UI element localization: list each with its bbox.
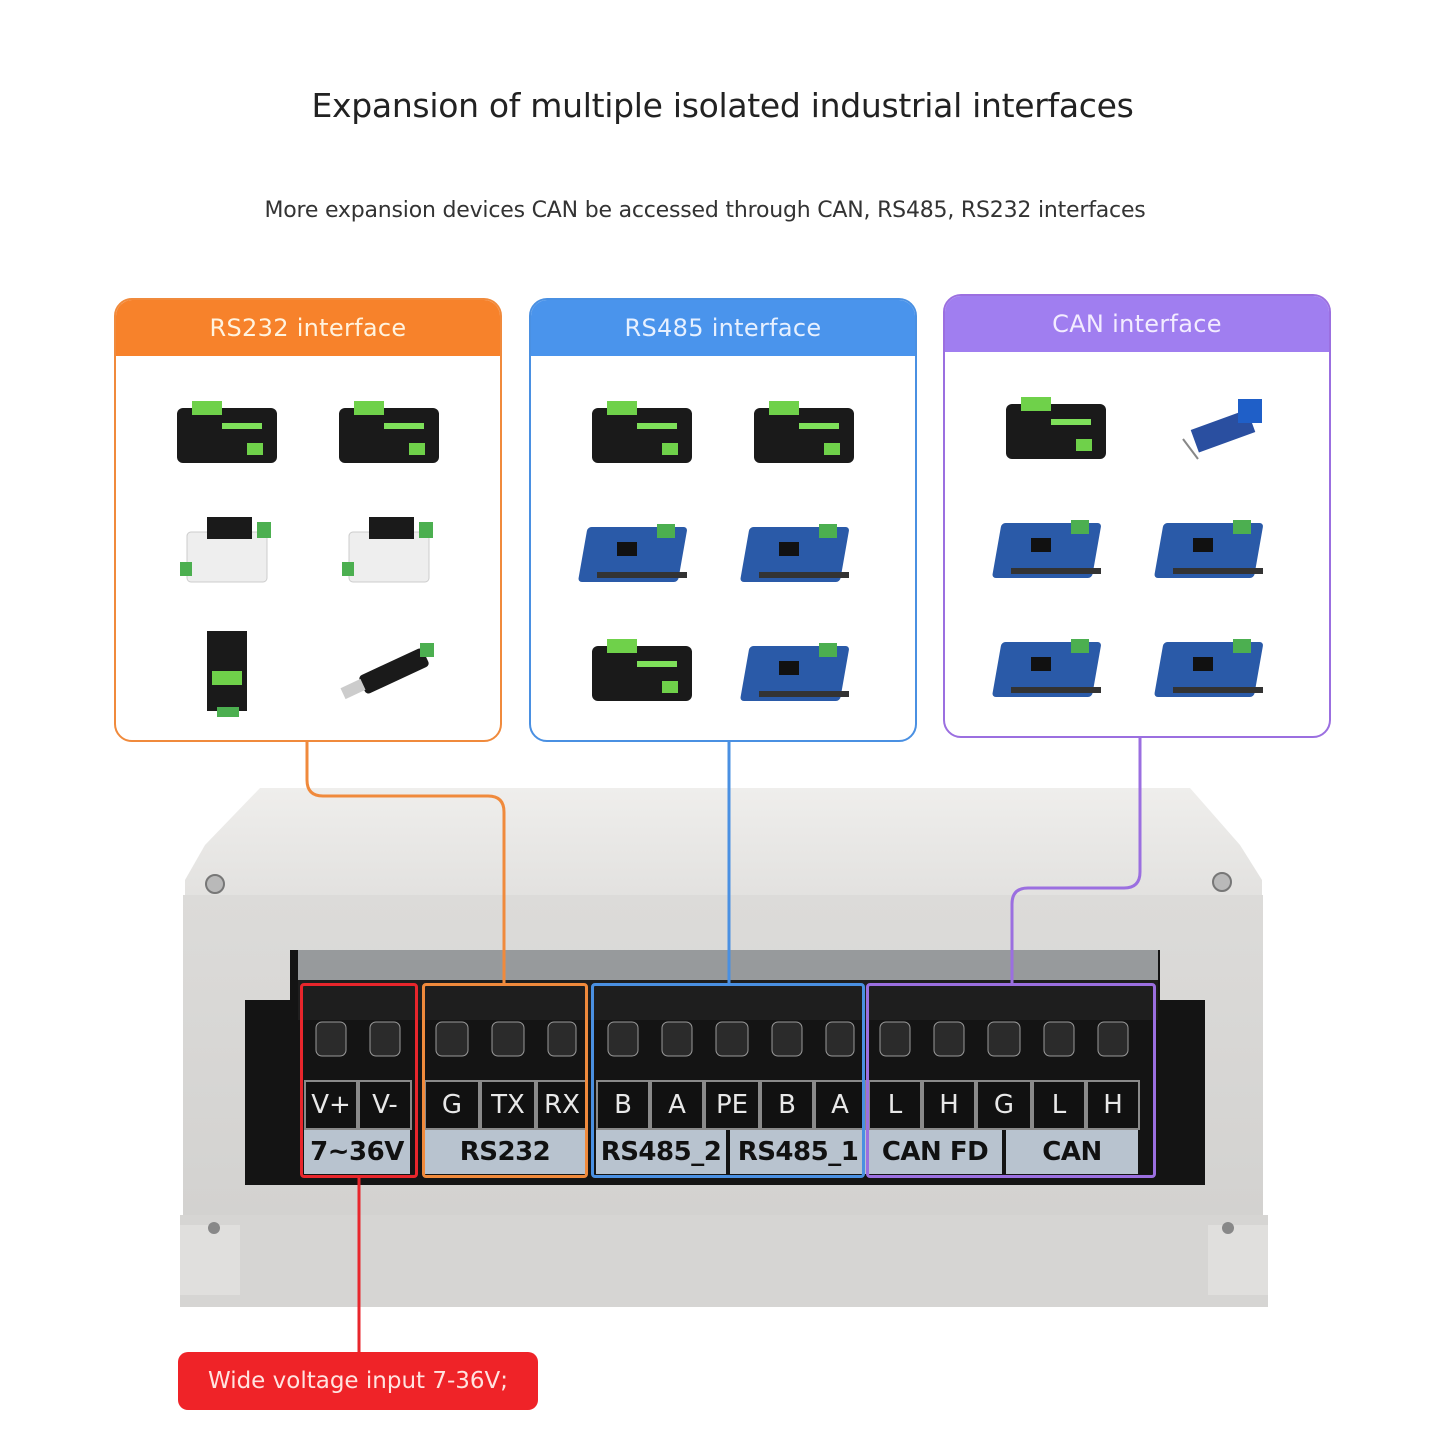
device-image xyxy=(308,611,470,730)
rs232-frame xyxy=(422,983,588,1178)
pi-zero-rs485-hat-icon xyxy=(578,523,687,582)
rs485-panel-header: RS485 interface xyxy=(531,300,915,356)
screw-right xyxy=(1212,872,1232,892)
terminal-pin: TX xyxy=(480,1080,536,1130)
device-image xyxy=(146,493,308,612)
terminal-group-label: RS485_2 xyxy=(596,1130,726,1174)
can-device-grid xyxy=(945,356,1329,736)
rs232-interface-panel: RS232 interface xyxy=(114,298,502,742)
device-image xyxy=(723,611,885,730)
device-image xyxy=(975,607,1137,726)
pi-can-hat-icon xyxy=(1154,519,1263,578)
terminal-group-label: RS485_1 xyxy=(730,1130,866,1174)
terminal-pin: A xyxy=(650,1080,704,1130)
terminal-group-label: CAN xyxy=(1006,1130,1138,1174)
enclosure-base xyxy=(180,1215,1268,1307)
mount-hole-right xyxy=(1222,1222,1234,1234)
screw-left xyxy=(205,874,225,894)
page-subtitle: More expansion devices CAN be accessed t… xyxy=(264,198,1146,223)
pi-rs485-hat-icon xyxy=(740,523,849,582)
rs232-panel-header: RS232 interface xyxy=(116,300,500,356)
terminal-pin: L xyxy=(868,1080,922,1130)
terminal-clear-cover xyxy=(298,950,1158,980)
rs485-frame xyxy=(591,983,865,1178)
device-image xyxy=(146,611,308,730)
black-ethernet-serial-server-icon xyxy=(339,401,439,464)
terminal-pin: A xyxy=(814,1080,866,1130)
terminal-pin: V+ xyxy=(304,1080,358,1130)
device-image xyxy=(146,374,308,493)
device-image xyxy=(308,493,470,612)
power-frame xyxy=(300,983,418,1178)
device-image xyxy=(561,493,723,612)
voltage-callout: Wide voltage input 7-36V; xyxy=(178,1352,538,1410)
pi-2ch-can-hat-icon xyxy=(1154,638,1263,697)
terminal-pin: H xyxy=(1086,1080,1140,1130)
terminal-pin: V- xyxy=(358,1080,412,1130)
black-din-rail-converter-icon xyxy=(177,401,277,464)
usb-to-rs485-box-icon xyxy=(592,401,692,464)
serial-server-box-icon xyxy=(754,401,854,464)
device-image xyxy=(1137,370,1299,489)
pico-can-board-icon xyxy=(992,519,1101,578)
pi-rs485-can-hat-icon xyxy=(740,642,849,701)
device-image xyxy=(975,489,1137,608)
device-image xyxy=(308,374,470,493)
enclosure-top xyxy=(185,788,1262,900)
terminal-group-label: 7~36V xyxy=(304,1130,410,1174)
terminal-group-label: CAN FD xyxy=(868,1130,1002,1174)
rail-relay-module-icon xyxy=(592,638,692,701)
terminal-pin: L xyxy=(1032,1080,1086,1130)
can-frame xyxy=(866,983,1156,1178)
device-image xyxy=(1137,489,1299,608)
can-interface-panel: CAN interface xyxy=(943,294,1331,738)
device-image xyxy=(561,374,723,493)
can-panel-header: CAN interface xyxy=(945,296,1329,352)
usb-to-serial-dongle-icon xyxy=(340,642,434,699)
rs485-device-grid xyxy=(531,360,915,740)
terminal-pin: B xyxy=(760,1080,814,1130)
device-image xyxy=(561,611,723,730)
black-rail-module-icon xyxy=(207,630,247,717)
page-title: Expansion of multiple isolated industria… xyxy=(311,86,1134,125)
can-transceiver-board-icon xyxy=(1182,399,1262,460)
terminal-pin: G xyxy=(424,1080,480,1130)
white-din-converter-icon xyxy=(180,516,271,583)
terminal-pin: RX xyxy=(536,1080,588,1130)
white-din-converter-icon xyxy=(342,516,433,583)
terminal-pin: G xyxy=(976,1080,1032,1130)
terminal-pin: PE xyxy=(704,1080,760,1130)
rail-can-module-icon xyxy=(1006,397,1106,460)
terminal-group-label: RS232 xyxy=(424,1130,586,1174)
rs232-device-grid xyxy=(116,360,500,740)
can-shield-board-icon xyxy=(992,638,1101,697)
device-image xyxy=(975,370,1137,489)
terminal-pin: B xyxy=(596,1080,650,1130)
device-image xyxy=(723,493,885,612)
device-image xyxy=(723,374,885,493)
terminal-pin: H xyxy=(922,1080,976,1130)
can-connector-line xyxy=(1010,738,1142,984)
rs232-connector-line xyxy=(305,742,506,984)
mount-hole-left xyxy=(208,1222,220,1234)
device-image xyxy=(1137,607,1299,726)
rs485-interface-panel: RS485 interface xyxy=(529,298,917,742)
